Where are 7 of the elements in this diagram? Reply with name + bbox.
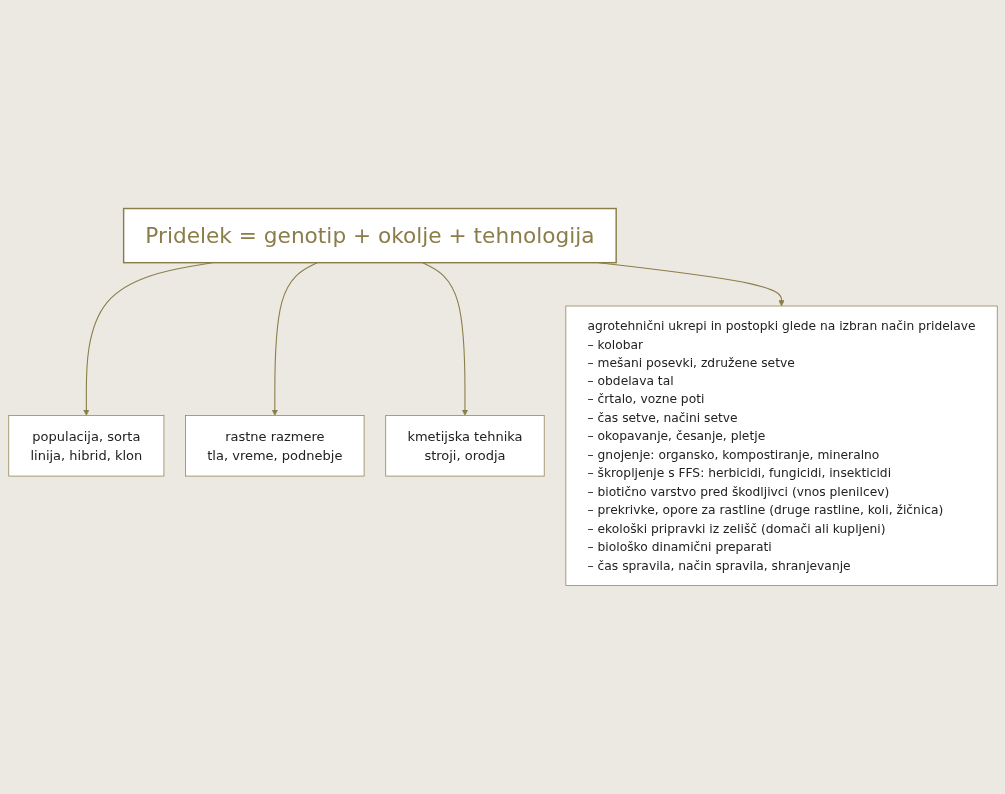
node-box: kmetijska tehnika stroji, orodja bbox=[384, 415, 545, 477]
node-box: populacija, sorta linija, hibrid, klon bbox=[7, 415, 164, 477]
node-box: rastne razmere tla, vreme, podnebje bbox=[184, 415, 364, 477]
arrow bbox=[421, 262, 468, 416]
node-box: Pridelek = genotip + okolje + tehnologija bbox=[122, 207, 617, 264]
node-box: agrotehnični ukrepi in postopki glede na izbran način pridelave – kolobar – mešani posevki, združene setve – obdelava tal – črtalo, vozne poti – čas setve, načini setve – okopavanje, česanje, pletje – gnojenje: organsko, kompostiranje, mineralno – škropljenje s FFS: herbicidi, fungicidi, insekticidi – biotično varstvo pred škodljivci (vnos plenilcev) – prekrivke, opore za rastline (druge rastline, koli, žičnica) – ekološki pripravki iz zelišč (domači ali kupljeni) – biološko dinamični preparati – čas spravila, način spravila, shranjevanje bbox=[565, 305, 998, 586]
arrow bbox=[271, 262, 318, 416]
